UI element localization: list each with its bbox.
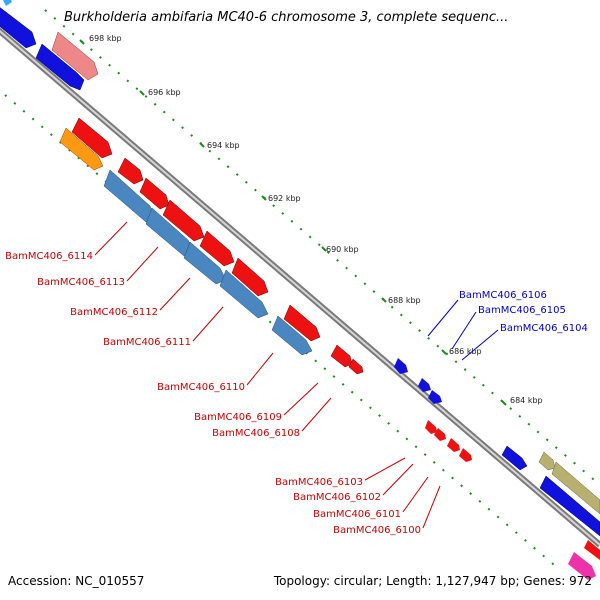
kbp-tick (501, 400, 507, 406)
gene-label[interactable]: BamMC406_6108 (212, 428, 300, 439)
gene-feature[interactable] (551, 461, 600, 515)
kbp-label: 698 kbp (89, 34, 122, 43)
gene-label[interactable]: BamMC406_6106 (459, 290, 547, 301)
gene-label[interactable]: BamMC406_6113 (37, 277, 125, 288)
kbp-tick (441, 349, 447, 355)
gene-feature[interactable] (330, 344, 353, 368)
kbp-tick (79, 39, 85, 45)
backbone-highlight (0, 29, 600, 546)
gene-feature[interactable] (283, 304, 321, 342)
kbp-ticks (79, 39, 507, 406)
gene-feature[interactable] (425, 420, 437, 434)
leader-line (159, 277, 191, 311)
leader-line (461, 329, 499, 361)
blue-leader-lines (427, 299, 499, 361)
kbp-label: 688 kbp (388, 296, 421, 305)
leader-line (402, 476, 429, 513)
gene-label[interactable]: BamMC406_6109 (194, 412, 282, 423)
gene-feature[interactable] (459, 448, 472, 462)
gene-label[interactable]: BamMC406_6110 (157, 382, 245, 393)
gene-label[interactable]: BamMC406_6105 (478, 305, 566, 316)
gene-feature[interactable] (199, 230, 235, 267)
kbp-tick (321, 246, 327, 252)
gene-label[interactable]: BamMC406_6111 (103, 337, 191, 348)
gene-feature[interactable] (2, 0, 12, 6)
kbp-label: 696 kbp (148, 88, 181, 97)
leader-line (422, 485, 441, 529)
gene-feature[interactable] (428, 390, 442, 404)
gene-feature[interactable] (59, 127, 104, 171)
gene-label[interactable]: BamMC406_6100 (333, 525, 421, 536)
gene-feature[interactable] (538, 451, 556, 471)
gene-feature[interactable] (231, 257, 269, 297)
gene-feature[interactable] (117, 157, 144, 185)
genome-stats: Topology: circular; Length: 1,127,947 bp… (273, 574, 592, 588)
gene-feature[interactable] (418, 378, 431, 392)
gene-feature[interactable] (51, 31, 99, 81)
kbp-label: 692 kbp (268, 194, 301, 203)
gene-label[interactable]: BamMC406_6101 (313, 509, 401, 520)
leader-line (192, 306, 224, 342)
leader-line (126, 246, 159, 282)
gene-feature[interactable] (0, 6, 37, 49)
kbp-tick (199, 142, 205, 148)
gene-feature[interactable] (348, 358, 364, 375)
gene-feature[interactable] (271, 315, 313, 356)
kbp-label: 686 kbp (449, 347, 482, 356)
gene-feature[interactable] (447, 438, 460, 452)
gene-label[interactable]: BamMC406_6114 (5, 251, 93, 262)
gene-feature[interactable] (71, 117, 113, 159)
leader-line (283, 382, 319, 416)
gene-feature[interactable] (219, 269, 269, 319)
leader-line (301, 397, 332, 432)
gene-feature[interactable] (35, 43, 85, 91)
gene-feature[interactable] (584, 540, 600, 560)
accession-label: Accession: NC_010557 (8, 574, 145, 588)
gene-feature[interactable] (434, 428, 446, 441)
gene-feature[interactable] (539, 475, 600, 537)
gene-feature[interactable] (183, 241, 227, 285)
gene-label[interactable]: BamMC406_6103 (275, 477, 363, 488)
leader-line (451, 311, 477, 350)
gene-feature[interactable] (139, 177, 170, 210)
gene-label[interactable]: BamMC406_6112 (70, 307, 158, 318)
kbp-tick (139, 90, 145, 96)
red-leader-lines (94, 221, 441, 529)
outer-tick-track (44, 9, 600, 486)
leader-line (382, 463, 414, 496)
gene-feature[interactable] (501, 445, 528, 471)
leader-line (427, 299, 459, 337)
leader-line (94, 221, 128, 256)
gene-label[interactable]: BamMC406_6104 (500, 323, 588, 334)
gene-feature[interactable] (162, 199, 205, 242)
leader-line (364, 457, 406, 481)
gene-label[interactable]: BamMC406_6102 (293, 492, 381, 503)
inner-tick-track (4, 94, 561, 571)
map-title: Burkholderia ambifaria MC40-6 chromosome… (64, 10, 509, 25)
leader-line (246, 352, 274, 386)
gene-feature[interactable] (394, 358, 408, 374)
kbp-tick (261, 195, 267, 201)
kbp-label: 690 kbp (326, 245, 359, 254)
gene-feature[interactable] (568, 552, 596, 580)
kbp-label: 684 kbp (510, 396, 543, 405)
kbp-tick (381, 297, 387, 303)
kbp-label: 694 kbp (207, 141, 240, 150)
